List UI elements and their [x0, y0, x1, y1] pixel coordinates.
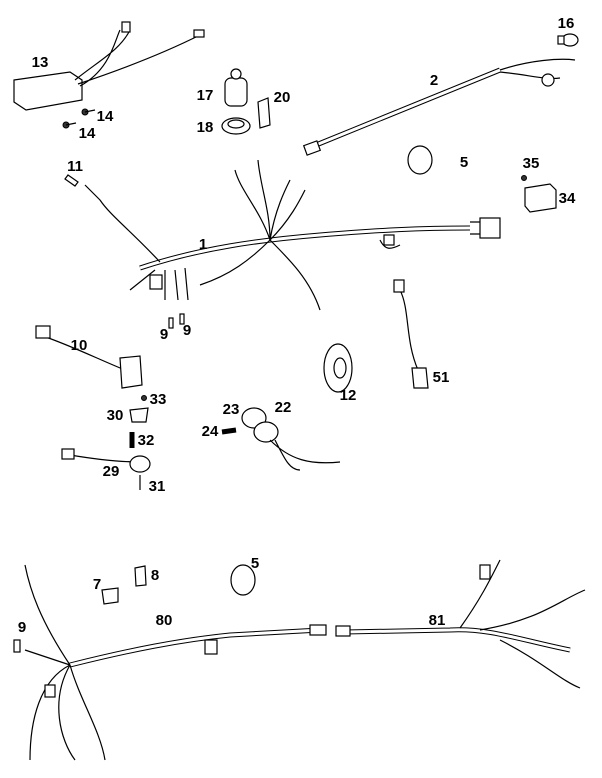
label-20: 20: [274, 89, 291, 106]
main-harness-part-1[interactable]: [84, 159, 501, 311]
label-33: 33: [150, 391, 167, 408]
label-14: 14: [97, 108, 114, 125]
horn-part-12[interactable]: [323, 343, 353, 393]
label-23: 23: [223, 401, 240, 418]
harness-part-2[interactable]: [302, 58, 576, 156]
label-32: 32: [138, 432, 155, 449]
label-35: 35: [523, 155, 540, 172]
harness-part-80[interactable]: [13, 564, 327, 761]
label-9-lower: 9: [18, 619, 26, 636]
label-13: 13: [32, 54, 49, 71]
label-80: 80: [156, 612, 173, 629]
screw-part-24[interactable]: [221, 427, 237, 435]
label-10: 10: [71, 337, 88, 354]
label-14: 14: [79, 125, 96, 142]
bracket-part-20[interactable]: [257, 97, 271, 129]
part-33[interactable]: [141, 395, 147, 401]
switch-part-10[interactable]: [35, 325, 143, 389]
switch-part-22-23[interactable]: [241, 407, 341, 471]
part-labels: 13 14 14 16 2 17 20 18 5 35 34 11 1 9 9 …: [18, 15, 576, 636]
bracket-part-8[interactable]: [134, 565, 147, 587]
label-34: 34: [559, 190, 576, 207]
switch-part-51[interactable]: [393, 279, 429, 389]
label-17: 17: [197, 87, 214, 104]
label-11: 11: [67, 158, 83, 175]
label-7: 7: [93, 576, 101, 593]
relay-part-34[interactable]: [524, 183, 557, 213]
cable-tie-part-5[interactable]: [407, 145, 433, 175]
label-1: 1: [199, 236, 207, 253]
harness-part-81[interactable]: [335, 559, 586, 689]
cdi-unit-part-13[interactable]: [13, 21, 205, 111]
screw-part-35[interactable]: [521, 175, 527, 181]
label-16: 16: [558, 15, 575, 32]
label-9: 9: [160, 326, 168, 343]
label-5: 5: [460, 154, 468, 171]
holder-part-18[interactable]: [221, 117, 251, 135]
part-7[interactable]: [101, 587, 119, 605]
cable-tie-part-5-lower[interactable]: [230, 564, 256, 596]
label-51: 51: [433, 369, 450, 386]
label-5-lower: 5: [251, 555, 259, 572]
label-22: 22: [275, 399, 292, 416]
part-30[interactable]: [129, 407, 149, 423]
label-81: 81: [429, 612, 446, 629]
switch-part-29[interactable]: [61, 448, 151, 473]
label-30: 30: [107, 407, 124, 424]
label-24: 24: [202, 423, 219, 440]
label-12: 12: [340, 387, 357, 404]
bulb-part-16[interactable]: [557, 33, 579, 47]
label-9: 9: [183, 322, 191, 339]
sensor-part-11[interactable]: [64, 174, 79, 187]
label-8: 8: [151, 567, 159, 584]
connector-part-9[interactable]: [168, 313, 185, 329]
label-18: 18: [197, 119, 214, 136]
screw-part-14[interactable]: [62, 108, 96, 129]
label-29: 29: [103, 463, 120, 480]
capacitor-part-17[interactable]: [224, 68, 248, 107]
label-31: 31: [149, 478, 166, 495]
label-2: 2: [430, 72, 438, 89]
